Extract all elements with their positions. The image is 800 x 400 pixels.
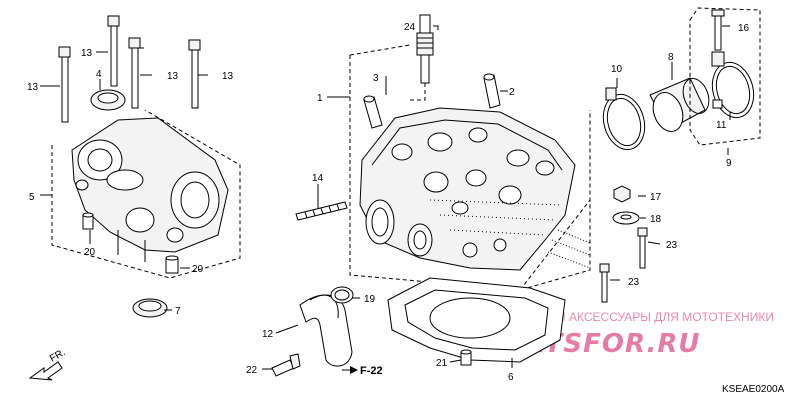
callout-7: 7 <box>175 306 181 317</box>
callout-1: 1 <box>317 93 323 104</box>
bolt-13-a <box>58 46 71 123</box>
spark-plug <box>410 14 434 101</box>
callout-8: 8 <box>668 52 674 63</box>
o-ring-19 <box>330 286 354 304</box>
reference-label: F-22 <box>360 365 383 377</box>
callout-3: 3 <box>373 73 379 84</box>
callout-6: 6 <box>508 372 514 383</box>
callout-22: 22 <box>246 365 258 376</box>
bolts-13 <box>58 15 201 123</box>
intake-insulator <box>649 77 710 132</box>
bolt-22 <box>271 353 301 377</box>
clamp-assembly-9 <box>689 7 761 146</box>
callout-13-c: 13 <box>167 71 179 82</box>
bolt-13-d <box>188 39 201 109</box>
nut-17 <box>613 185 631 203</box>
callouts: 1 2 3 4 5 6 7 8 9 10 11 12 13 13 13 13 1… <box>27 22 750 383</box>
bolt-13-b <box>107 15 120 87</box>
front-direction-label: FR. <box>48 347 67 365</box>
callout-4: 4 <box>96 69 102 80</box>
callout-17: 17 <box>650 192 662 203</box>
camshaft-holder <box>51 109 241 279</box>
callout-19: 19 <box>364 294 376 305</box>
callout-13-a: 13 <box>27 82 39 93</box>
callout-23-a: 23 <box>666 240 678 251</box>
dowel-20-a <box>82 212 94 230</box>
water-pipe <box>299 294 353 367</box>
bolt-23-b <box>599 263 610 303</box>
callout-20-a: 20 <box>84 247 96 258</box>
hose-clamp-10 <box>602 87 646 151</box>
callout-12: 12 <box>262 329 274 340</box>
callout-13-b: 13 <box>81 48 93 59</box>
callout-20-b: 20 <box>192 264 204 275</box>
callout-13-d: 13 <box>222 71 234 82</box>
callout-16: 16 <box>738 23 750 34</box>
callout-23-b: 23 <box>628 277 640 288</box>
leader-lines <box>40 25 731 371</box>
bolt-23-a <box>637 227 648 269</box>
cylinder-head <box>349 44 591 291</box>
callout-2: 2 <box>509 87 515 98</box>
dowel-pin-2 <box>483 73 501 109</box>
stud-bolt <box>295 201 348 221</box>
reference-f22: F-22 <box>350 365 383 377</box>
callout-24: 24 <box>404 22 416 33</box>
callout-14: 14 <box>312 173 324 184</box>
front-direction-arrow: FR. <box>28 347 67 381</box>
callout-18: 18 <box>650 214 662 225</box>
dowel-pin-3 <box>363 95 383 129</box>
dowel-20-b <box>165 255 179 274</box>
o-ring-7 <box>132 298 168 318</box>
callout-11: 11 <box>716 120 727 131</box>
callout-9: 9 <box>726 158 732 169</box>
dowel-21 <box>460 349 472 366</box>
callout-5: 5 <box>29 192 35 203</box>
callout-21: 21 <box>436 358 448 369</box>
head-gasket <box>387 277 566 363</box>
oil-seal <box>90 89 126 111</box>
diagram-code: KSEAE0200A <box>722 384 785 395</box>
washer-18 <box>612 211 640 225</box>
callout-10: 10 <box>611 64 623 75</box>
